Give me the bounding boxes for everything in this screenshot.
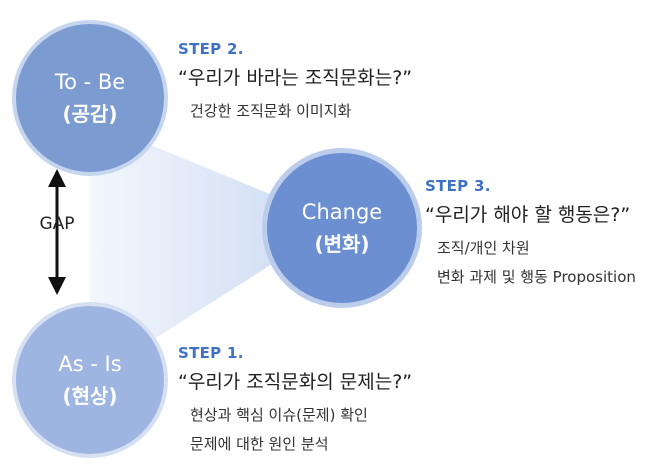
step3-block: STEP 3. “우리가 해야 할 행동은?” 조직/개인 차원 변화 과제 및… — [425, 177, 636, 287]
step1-detail: 현상과 핵심 이슈(문제) 확인 — [190, 406, 368, 424]
change-node: Change (변화) — [262, 148, 422, 308]
step3-detail: 변화 과제 및 행동 Proposition — [437, 268, 636, 286]
step1-label: STEP 1. — [178, 344, 244, 362]
step2-label: STEP 2. — [178, 40, 244, 58]
asis-node: As - Is (현상) — [12, 302, 168, 458]
change-subtitle: (변화) — [314, 232, 370, 256]
asis-title: As - Is — [58, 352, 122, 376]
step2-block: STEP 2. “우리가 바라는 조직문화는?” 건강한 조직문화 이미지화 — [178, 40, 412, 121]
step3-detail: 조직/개인 차원 — [437, 239, 530, 257]
step2-question: “우리가 바라는 조직문화는?” — [178, 67, 413, 89]
gap-label: GAP — [39, 214, 75, 234]
transition-wedge — [90, 120, 338, 380]
tobe-title: To - Be — [54, 70, 126, 94]
tobe-subtitle: (공감) — [62, 102, 118, 126]
tobe-node: To - Be (공감) — [12, 20, 168, 176]
step1-detail: 문제에 대한 원인 분석 — [190, 435, 329, 453]
change-title: Change — [301, 200, 383, 224]
asis-subtitle: (현상) — [62, 384, 118, 408]
step1-question: “우리가 조직문화의 문제는?” — [178, 371, 413, 393]
step3-label: STEP 3. — [425, 177, 491, 195]
step2-detail: 건강한 조직문화 이미지화 — [190, 102, 352, 120]
step1-block: STEP 1. “우리가 조직문화의 문제는?” 현상과 핵심 이슈(문제) 확… — [178, 344, 412, 454]
step3-question: “우리가 해야 할 행동은?” — [425, 204, 631, 226]
